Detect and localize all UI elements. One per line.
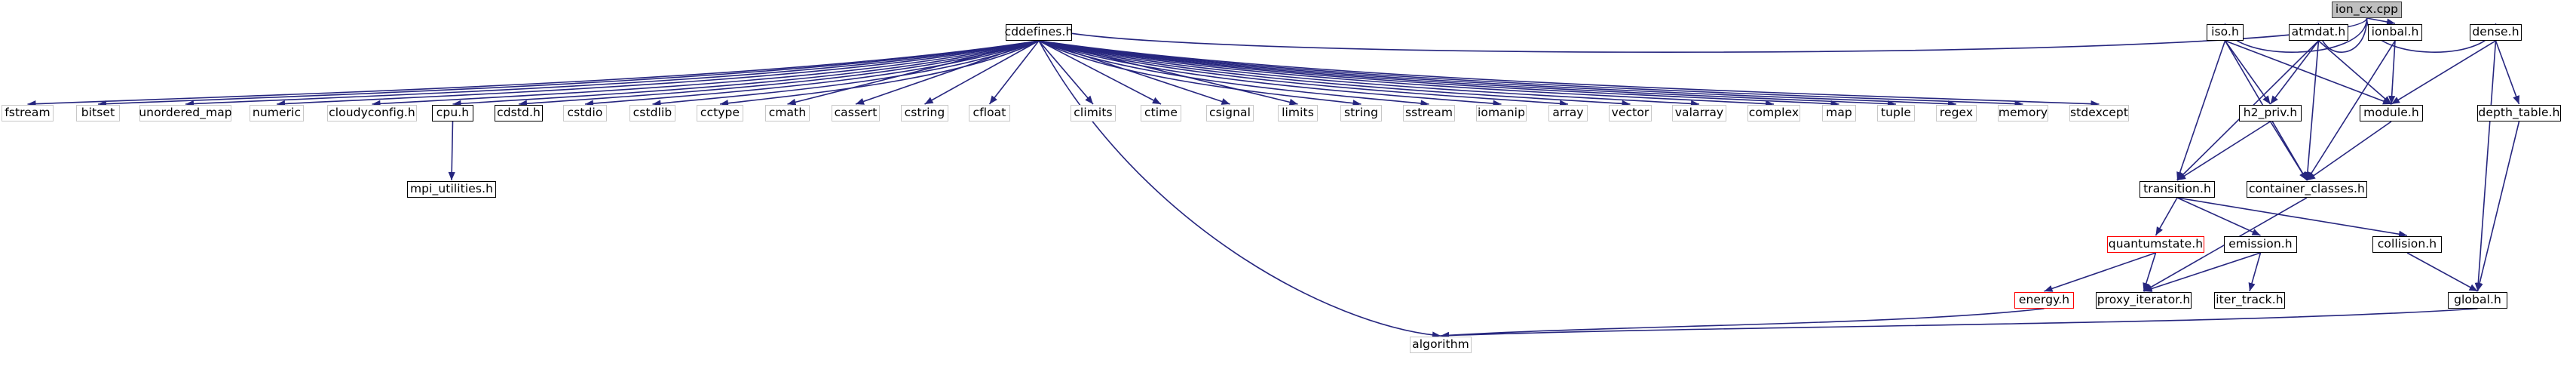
graph-node-numeric[interactable]: numeric xyxy=(250,105,304,121)
graph-edge-dense-to-depth_table xyxy=(2495,40,2520,105)
graph-node-transition[interactable]: transition.h xyxy=(2140,181,2215,198)
graph-node-cddefines[interactable]: cddefines.h xyxy=(1005,24,1073,41)
graph-edge-ionbal-to-module xyxy=(2388,40,2396,105)
graph-node-stdexcept[interactable]: stdexcept xyxy=(2069,105,2129,121)
graph-node-collision[interactable]: collision.h xyxy=(2372,236,2442,253)
graph-edge-atmdat-to-container_classes xyxy=(2304,40,2320,181)
graph-node-emission[interactable]: emission.h xyxy=(2224,236,2297,253)
graph-edge-energy-to-algorithm xyxy=(1440,308,2045,339)
graph-node-ion_cx[interactable]: ion_cx.cpp xyxy=(2332,2,2402,18)
graph-edge-cddefines-to-cfloat xyxy=(988,40,1040,105)
graph-edge-cddefines-to-climits xyxy=(1038,40,1094,105)
graph-node-atmdat[interactable]: atmdat.h xyxy=(2289,24,2348,41)
graph-node-unordered_map[interactable]: unordered_map xyxy=(139,105,232,121)
graph-edge-cpu-to-mpi_utilities xyxy=(448,121,455,181)
graph-edge-cddefines-to-cpu xyxy=(452,40,1040,107)
graph-edge-transition-to-quantumstate xyxy=(2155,197,2178,236)
graph-node-algorithm[interactable]: algorithm xyxy=(1410,337,1472,353)
graph-node-sstream[interactable]: sstream xyxy=(1403,105,1455,121)
graph-node-memory[interactable]: memory xyxy=(1998,105,2048,121)
graph-edge-ion_cx-to-cddefines xyxy=(1035,17,2368,53)
graph-edge-depth_table-to-global xyxy=(2476,121,2520,292)
graph-node-proxy_iterator[interactable]: proxy_iterator.h xyxy=(2096,292,2192,309)
graph-edge-ion_cx-to-ionbal xyxy=(2366,17,2396,26)
graph-node-global[interactable]: global.h xyxy=(2448,292,2507,309)
graph-node-array[interactable]: array xyxy=(1548,105,1588,121)
graph-edge-cddefines-to-cctype xyxy=(719,40,1040,107)
graph-node-depth_table[interactable]: depth_table.h xyxy=(2477,105,2561,121)
graph-node-cassert[interactable]: cassert xyxy=(832,105,880,121)
graph-edge-cddefines-to-cstring xyxy=(924,40,1040,105)
graph-node-iomanip[interactable]: iomanip xyxy=(1476,105,1527,121)
graph-node-fstream[interactable]: fstream xyxy=(2,105,54,121)
graph-edge-cddefines-to-algorithm xyxy=(1038,40,1441,339)
graph-node-dense[interactable]: dense.h xyxy=(2470,24,2522,41)
graph-node-bitset[interactable]: bitset xyxy=(76,105,120,121)
graph-node-regex[interactable]: regex xyxy=(1936,105,1977,121)
graph-edge-dense-to-module xyxy=(2391,40,2496,105)
graph-node-cctype[interactable]: cctype xyxy=(697,105,743,121)
graph-edge-iso-to-h2_priv xyxy=(2224,40,2271,105)
graph-node-cmath[interactable]: cmath xyxy=(765,105,810,121)
graph-node-iso[interactable]: iso.h xyxy=(2207,24,2244,41)
graph-edge-quantumstate-to-proxy_iterator xyxy=(2143,252,2157,292)
graph-edge-emission-to-iter_track xyxy=(2248,252,2262,292)
graph-node-string[interactable]: string xyxy=(1340,105,1382,121)
graph-node-iter_track[interactable]: iter_track.h xyxy=(2214,292,2285,309)
graph-node-energy[interactable]: energy.h xyxy=(2014,292,2074,309)
graph-edge-cddefines-to-cmath xyxy=(787,40,1040,106)
graph-edge-cddefines-to-ctime xyxy=(1038,40,1162,105)
graph-edge-collision-to-global xyxy=(2406,252,2478,292)
graph-edge-cddefines-to-numeric xyxy=(276,40,1040,108)
graph-node-valarray[interactable]: valarray xyxy=(1672,105,1726,121)
graph-edge-transition-to-collision xyxy=(2176,197,2408,238)
graph-node-ionbal[interactable]: ionbal.h xyxy=(2368,24,2422,41)
graph-edge-atmdat-to-h2_priv xyxy=(2269,40,2320,105)
graph-node-quantumstate[interactable]: quantumstate.h xyxy=(2107,236,2204,253)
graph-node-map[interactable]: map xyxy=(1822,105,1856,121)
graph-node-cpu[interactable]: cpu.h xyxy=(432,105,473,121)
graph-edge-module-to-container_classes xyxy=(2306,121,2392,181)
graph-node-cfloat[interactable]: cfloat xyxy=(969,105,1010,121)
graph-edge-cddefines-to-vector xyxy=(1038,40,1631,107)
graph-node-ctime[interactable]: ctime xyxy=(1141,105,1181,121)
graph-node-cstdio[interactable]: cstdio xyxy=(563,105,607,121)
graph-node-cdstd[interactable]: cdstd.h xyxy=(495,105,543,121)
graph-edge-cddefines-to-complex xyxy=(1038,40,1775,108)
graph-edge-transition-to-emission xyxy=(2176,197,2261,236)
graph-node-mpi_utilities[interactable]: mpi_utilities.h xyxy=(407,181,496,198)
graph-edge-global-to-algorithm xyxy=(1440,308,2478,340)
graph-edge-atmdat-to-module xyxy=(2317,40,2392,105)
graph-edge-dense-to-global xyxy=(2474,40,2497,292)
graph-edge-quantumstate-to-energy xyxy=(2044,252,2156,292)
graph-edge-h2_priv-to-container_classes xyxy=(2269,121,2308,181)
graph-edge-cddefines-to-cassert xyxy=(855,40,1040,105)
graph-node-vector[interactable]: vector xyxy=(1609,105,1652,121)
graph-node-limits[interactable]: limits xyxy=(1278,105,1318,121)
graph-node-csignal[interactable]: csignal xyxy=(1206,105,1254,121)
graph-edge-h2_priv-to-transition xyxy=(2176,121,2271,181)
graph-edge-emission-to-proxy_iterator xyxy=(2143,252,2261,292)
graph-node-h2_priv[interactable]: h2_priv.h xyxy=(2239,105,2302,121)
graph-node-module[interactable]: module.h xyxy=(2360,105,2423,121)
graph-node-container_classes[interactable]: container_classes.h xyxy=(2247,181,2367,198)
graph-node-cloudyconfig[interactable]: cloudyconfig.h xyxy=(327,105,417,121)
graph-node-complex[interactable]: complex xyxy=(1747,105,1800,121)
graph-node-climits[interactable]: climits xyxy=(1071,105,1116,121)
graph-node-tuple[interactable]: tuple xyxy=(1877,105,1915,121)
graph-node-cstring[interactable]: cstring xyxy=(901,105,948,121)
graph-edge-iso-to-transition xyxy=(2176,40,2226,181)
graph-node-cstdlib[interactable]: cstdlib xyxy=(629,105,675,121)
